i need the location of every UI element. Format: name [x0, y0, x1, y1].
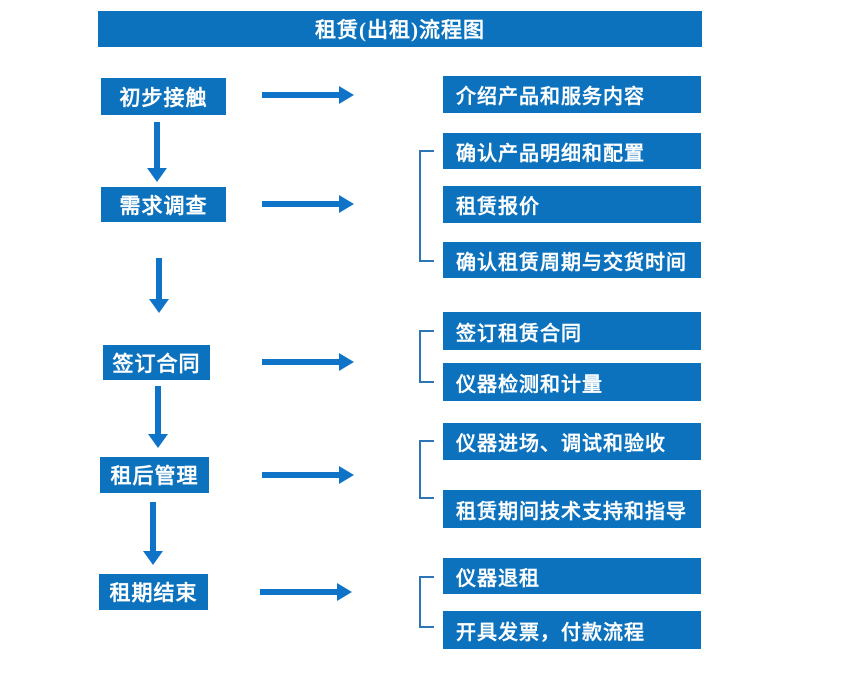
- arrow-head: [149, 299, 169, 313]
- arrow-right-icon: [262, 353, 354, 371]
- arrow-shaft: [150, 502, 156, 551]
- group-bracket: [419, 330, 434, 383]
- arrow-right-icon: [262, 195, 354, 213]
- arrow-shaft: [154, 122, 160, 168]
- step-box-initial-contact: 初步接触: [101, 78, 226, 115]
- step-box-post-rental-management: 租后管理: [100, 457, 209, 493]
- arrow-head: [337, 583, 352, 601]
- bracket-path: [419, 576, 434, 628]
- arrow-shaft: [156, 258, 162, 299]
- arrow-down-icon: [147, 122, 167, 182]
- arrow-head: [339, 353, 354, 371]
- arrow-head: [148, 434, 168, 448]
- arrow-down-icon: [148, 386, 168, 448]
- output-box-confirm-details-config: 确认产品明细和配置: [443, 133, 701, 169]
- arrow-shaft: [262, 359, 339, 365]
- step-box-demand-survey: 需求调查: [101, 187, 226, 222]
- arrow-head: [339, 466, 354, 484]
- page-title: 租赁(出租)流程图: [98, 11, 702, 47]
- arrow-shaft: [260, 589, 337, 595]
- output-box-invoice-payment: 开具发票，付款流程: [443, 611, 701, 649]
- bracket-path: [419, 330, 434, 383]
- step-box-rental-end: 租期结束: [99, 574, 208, 610]
- output-box-rental-quote: 租赁报价: [443, 186, 701, 223]
- arrow-shaft: [262, 472, 339, 478]
- output-box-instrument-testing: 仪器检测和计量: [443, 363, 701, 401]
- arrow-down-icon: [149, 258, 169, 313]
- arrow-right-icon: [260, 583, 352, 601]
- group-bracket: [419, 150, 434, 262]
- arrow-shaft: [262, 201, 339, 207]
- output-box-sign-rental-contract: 签订租赁合同: [443, 312, 701, 350]
- bracket-path: [419, 150, 434, 262]
- arrow-right-icon: [262, 86, 354, 104]
- output-box-introduce-products: 介绍产品和服务内容: [443, 76, 701, 113]
- arrow-right-icon: [262, 466, 354, 484]
- step-box-sign-contract: 签订合同: [103, 345, 210, 380]
- output-box-instrument-return: 仪器退租: [443, 558, 701, 594]
- arrow-shaft: [262, 92, 339, 98]
- arrow-head: [339, 195, 354, 213]
- group-bracket: [419, 576, 434, 628]
- arrow-head: [143, 551, 163, 565]
- output-box-technical-support: 租赁期间技术支持和指导: [443, 490, 701, 528]
- output-box-instrument-entry-acceptance: 仪器进场、调试和验收: [443, 423, 701, 460]
- arrow-shaft: [155, 386, 161, 434]
- arrow-down-icon: [143, 502, 163, 565]
- output-box-confirm-period-delivery: 确认租赁周期与交货时间: [443, 242, 701, 278]
- bracket-path: [419, 440, 434, 499]
- arrow-head: [339, 86, 354, 104]
- arrow-head: [147, 168, 167, 182]
- group-bracket: [419, 440, 434, 499]
